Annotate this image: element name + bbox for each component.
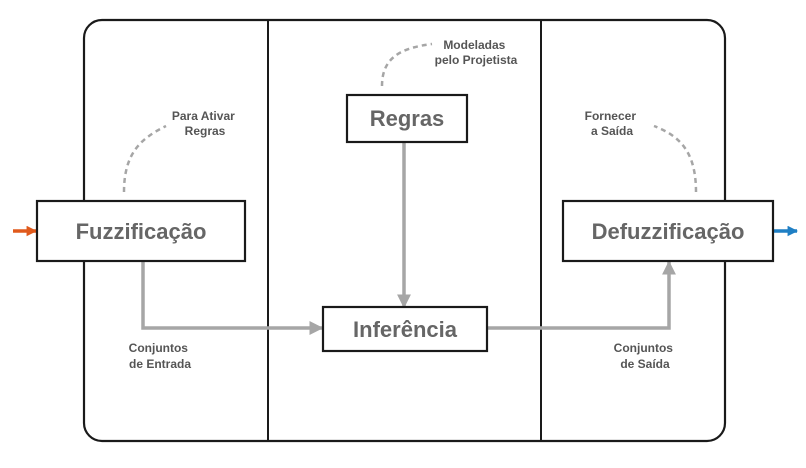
note-activate-rules-line1: Para Ativar xyxy=(172,109,235,123)
note-activate-rules: Para Ativar Regras xyxy=(172,109,238,138)
note-input-sets-line1: Conjuntos xyxy=(129,341,189,355)
defuzzification-block: Defuzzificação xyxy=(561,199,775,263)
fuzzification-label: Fuzzificação xyxy=(76,219,207,244)
note-input-sets-line2: de Entrada xyxy=(129,357,191,371)
defuzzification-label: Defuzzificação xyxy=(592,219,745,244)
note-provide-output-line1: Fornecer xyxy=(585,109,637,123)
note-provide-output-line2: a Saída xyxy=(591,124,633,138)
note-output-sets-line2: de Saída xyxy=(620,357,670,371)
arrow-fuzzification-to-inference xyxy=(141,262,324,335)
note-input-sets: Conjuntos de Entrada xyxy=(129,341,192,371)
fuzzification-block: Fuzzificação xyxy=(35,199,247,263)
inference-block: Inferência xyxy=(321,305,489,353)
dashed-curve-output-note xyxy=(653,124,698,193)
note-output-sets: Conjuntos de Saída xyxy=(614,341,677,371)
rules-label: Regras xyxy=(370,106,445,131)
note-rules-source-line1: Modeladas xyxy=(443,38,505,52)
rules-block: Regras xyxy=(345,93,469,144)
note-rules-source-line2: pelo Projetista xyxy=(435,53,518,67)
note-output-sets-line1: Conjuntos xyxy=(614,341,674,355)
dashed-curve-rules-note xyxy=(380,42,433,87)
note-activate-rules-line2: Regras xyxy=(185,124,226,138)
note-rules-source: Modeladas pelo Projetista xyxy=(435,38,518,67)
inference-label: Inferência xyxy=(353,317,458,342)
arrow-inference-to-defuzzification xyxy=(487,260,676,330)
note-provide-output: Fornecer a Saída xyxy=(585,109,640,138)
dashed-curve-activate-note xyxy=(122,124,167,193)
